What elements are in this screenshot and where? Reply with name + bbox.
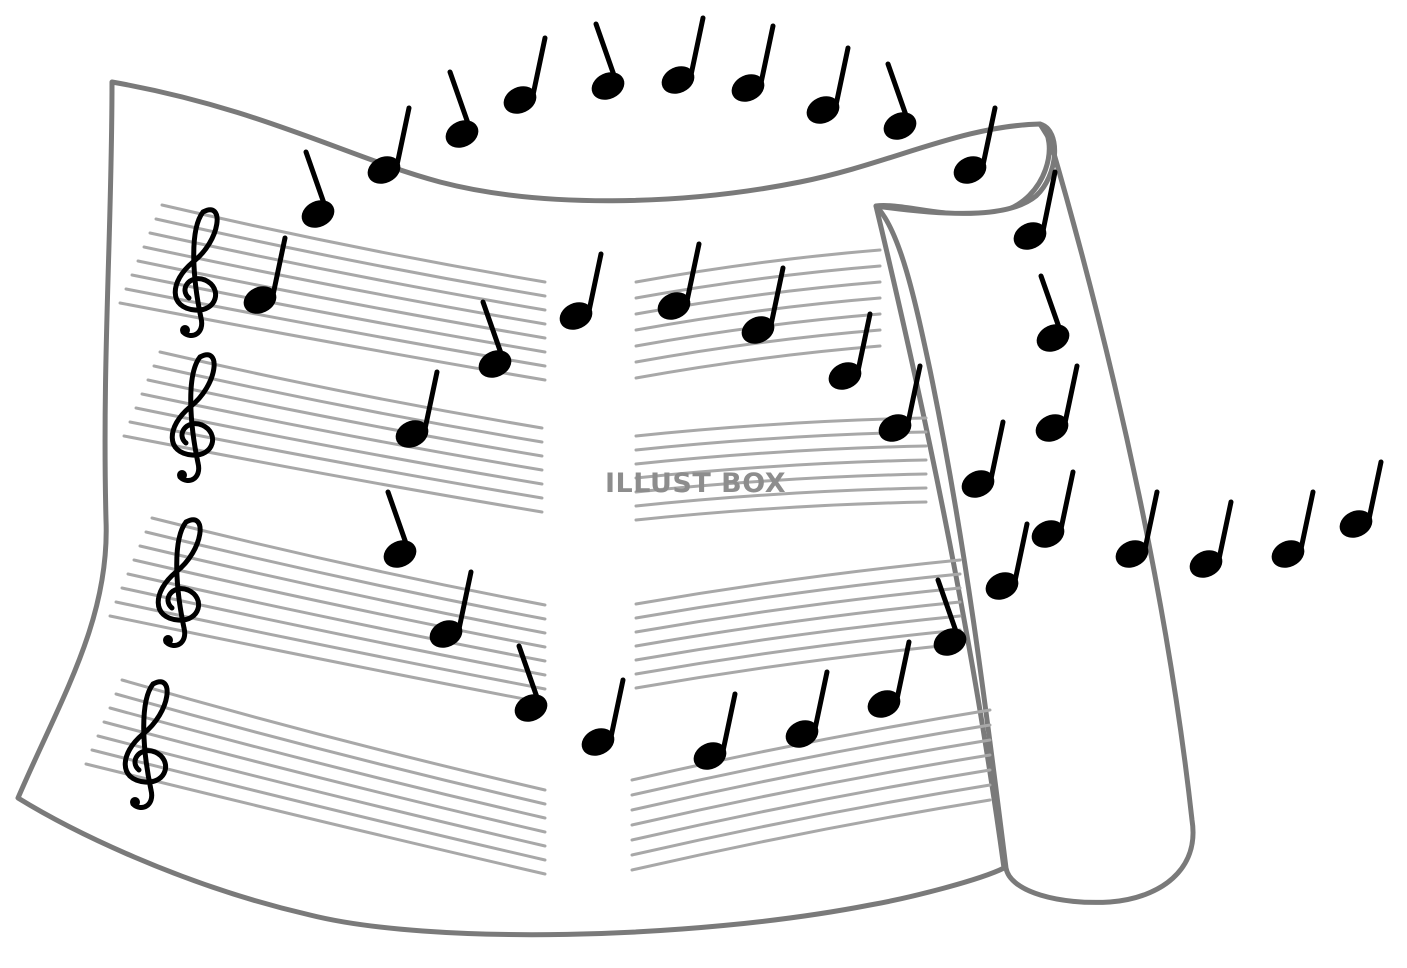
staff-line	[630, 753, 992, 827]
staff-line	[634, 500, 928, 522]
staff-line	[90, 748, 547, 862]
staff-line	[160, 203, 547, 284]
staff-line	[96, 734, 547, 848]
staff-line	[634, 344, 882, 380]
staff-line	[150, 516, 547, 607]
treble-clef-icon	[155, 517, 203, 648]
staff-line	[128, 420, 544, 500]
quarter-note-icon	[933, 577, 967, 656]
quarter-note-icon	[445, 69, 479, 148]
staff-line	[148, 231, 547, 312]
quarter-note-icon	[661, 15, 706, 94]
staff-line	[120, 586, 547, 677]
staff-line	[634, 296, 882, 332]
quarter-note-icon	[878, 363, 923, 442]
quarter-note-icon	[1013, 169, 1058, 250]
quarter-note-icon	[367, 105, 412, 184]
treble-clef-icon	[122, 679, 170, 810]
staff-line	[634, 586, 962, 634]
staff-line	[634, 600, 962, 648]
notes	[243, 15, 1384, 770]
clefs	[122, 207, 220, 810]
staff-line	[114, 600, 547, 691]
staff-line	[630, 738, 992, 812]
quarter-note-icon	[503, 35, 548, 114]
staff-line	[634, 264, 882, 300]
quarter-note-icon	[429, 569, 474, 648]
staff-line	[630, 798, 992, 872]
quarter-note-icon	[741, 265, 786, 344]
watermark-text: ILLUST BOX	[605, 468, 787, 499]
staff-line	[130, 273, 547, 354]
quarter-note-icon	[953, 105, 998, 184]
quarter-note-icon	[1036, 273, 1070, 352]
quarter-note-icon	[657, 241, 702, 320]
quarter-note-icon	[243, 235, 288, 314]
staff-line	[108, 614, 547, 705]
quarter-note-icon	[731, 23, 776, 102]
staff-line	[120, 678, 547, 792]
staff-line	[154, 217, 547, 298]
staff-line	[634, 444, 928, 466]
quarter-note-icon	[867, 639, 912, 718]
quarter-note-icon	[806, 45, 851, 124]
treble-clef-icon	[169, 352, 217, 483]
quarter-note-icon	[383, 489, 417, 568]
staff-line	[144, 530, 547, 621]
staff-line	[158, 350, 544, 430]
staff-line	[152, 364, 544, 444]
staff-line	[634, 248, 882, 284]
quarter-note-icon	[1339, 459, 1384, 538]
quarter-note-icon	[301, 149, 335, 228]
staff-line	[102, 720, 547, 834]
staff-line	[630, 723, 992, 797]
staff-line	[634, 614, 962, 662]
staff-line	[634, 458, 928, 480]
quarter-note-icon	[1031, 469, 1076, 548]
staff-line	[634, 628, 962, 676]
staff-line	[140, 392, 544, 472]
quarter-note-icon	[1115, 489, 1160, 568]
quarter-note-icon	[559, 251, 604, 330]
quarter-note-icon	[693, 691, 738, 770]
treble-clef-icon	[172, 207, 220, 338]
quarter-note-icon	[828, 311, 873, 390]
staff-line	[634, 486, 928, 508]
staff-line	[122, 434, 544, 514]
quarter-note-icon	[961, 419, 1006, 498]
quarter-note-icon	[1189, 499, 1234, 578]
staff-line	[634, 572, 962, 620]
staff-line	[630, 783, 992, 857]
staff-line	[138, 544, 547, 635]
staff-line	[132, 558, 547, 649]
quarter-note-icon	[1035, 363, 1080, 442]
quarter-note-icon	[514, 643, 548, 722]
quarter-note-icon	[478, 299, 512, 378]
quarter-note-icon	[1271, 489, 1316, 568]
quarter-note-icon	[785, 669, 830, 748]
staff-line	[114, 692, 547, 806]
staff-line	[630, 768, 992, 842]
quarter-note-icon	[591, 21, 625, 100]
paper-roll	[873, 121, 1196, 905]
staff-line	[634, 558, 962, 606]
quarter-note-icon	[395, 369, 440, 448]
quarter-note-icon	[883, 61, 917, 140]
quarter-note-icon	[581, 677, 626, 756]
staff-line	[108, 706, 547, 820]
quarter-note-icon	[985, 521, 1030, 600]
staff-line	[634, 642, 962, 690]
staff-line	[634, 472, 928, 494]
